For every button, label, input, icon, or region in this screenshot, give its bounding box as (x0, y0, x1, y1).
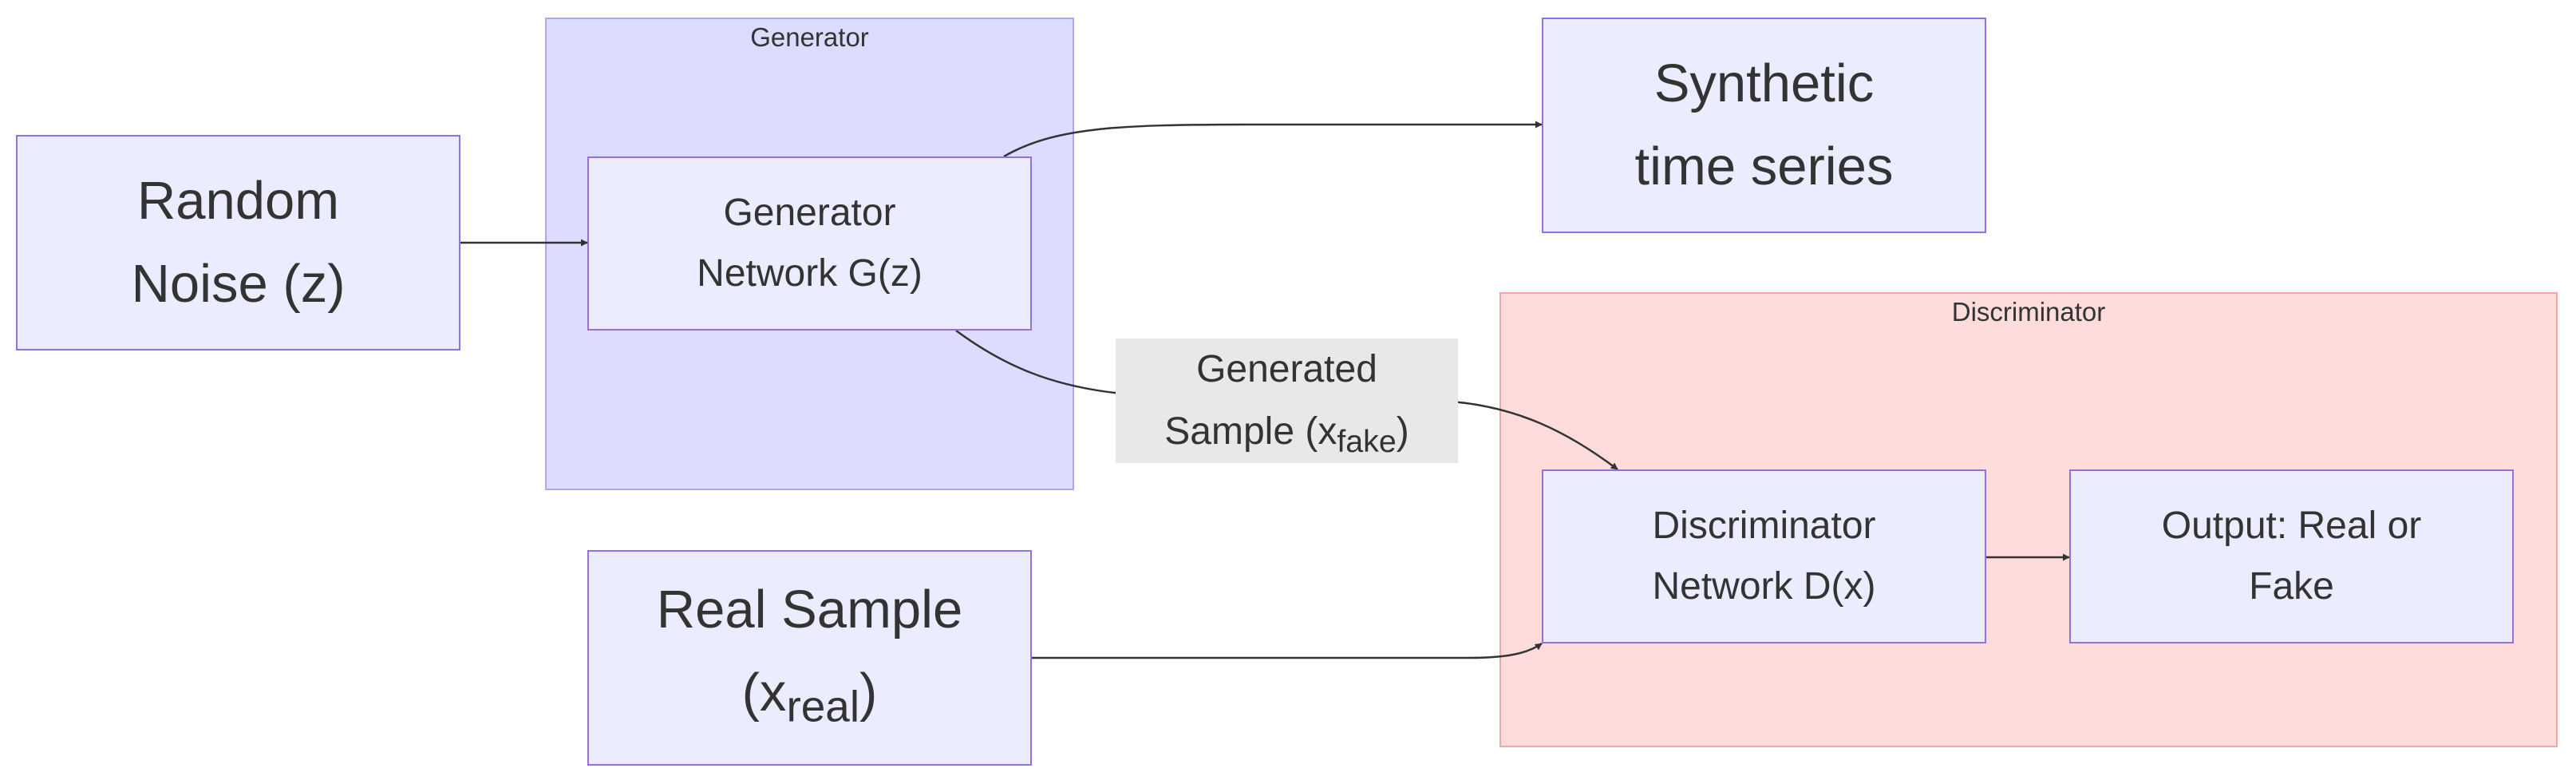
generated-sample-line2: Sample (xfake) (1116, 401, 1458, 473)
synthetic-line2: time series (1634, 137, 1894, 196)
real-sample-open: (x (741, 662, 787, 723)
discriminator-network-node: Discriminator Network D(x) (1542, 469, 1986, 643)
edge-generator-to-synthetic (1003, 121, 1543, 158)
real-sample-subscript: real (786, 681, 860, 731)
discriminator-cluster-title: Discriminator (1951, 297, 2106, 327)
generated-sample-close: ) (1396, 410, 1409, 453)
random-noise-line1: Random (136, 171, 340, 231)
output-line1: Output: Real or (2161, 505, 2422, 547)
generator-network-line2: Network G(z) (697, 252, 923, 295)
real-sample-close: ) (859, 662, 878, 723)
edge-real-to-discriminator (1031, 642, 1543, 659)
discriminator-network-line2: Network D(x) (1652, 565, 1876, 608)
random-noise-line2: Noise (z) (131, 254, 346, 314)
generated-sample-edge-label: Generated Sample (xfake) (1116, 339, 1458, 463)
real-sample-line1: Real Sample (656, 579, 963, 639)
generator-network-node: Generator Network G(z) (587, 156, 1032, 331)
real-sample-node: Real Sample (xreal) (587, 550, 1032, 766)
synthetic-time-series-node: Synthetic time series (1542, 18, 1986, 233)
generator-network-line1: Generator (723, 192, 896, 234)
discriminator-network-line1: Discriminator (1652, 505, 1876, 547)
synthetic-line1: Synthetic (1653, 53, 1875, 113)
generator-cluster-title: Generator (750, 22, 869, 52)
generated-sample-subscript: fake (1337, 423, 1397, 459)
real-sample-line2: (xreal) (589, 651, 1030, 748)
output-line2: Fake (2249, 565, 2334, 608)
generated-sample-open: Sample (x (1164, 410, 1337, 453)
random-noise-node: Random Noise (z) (16, 135, 460, 350)
output-node: Output: Real or Fake (2069, 469, 2514, 643)
generated-sample-line1: Generated (1196, 348, 1377, 390)
